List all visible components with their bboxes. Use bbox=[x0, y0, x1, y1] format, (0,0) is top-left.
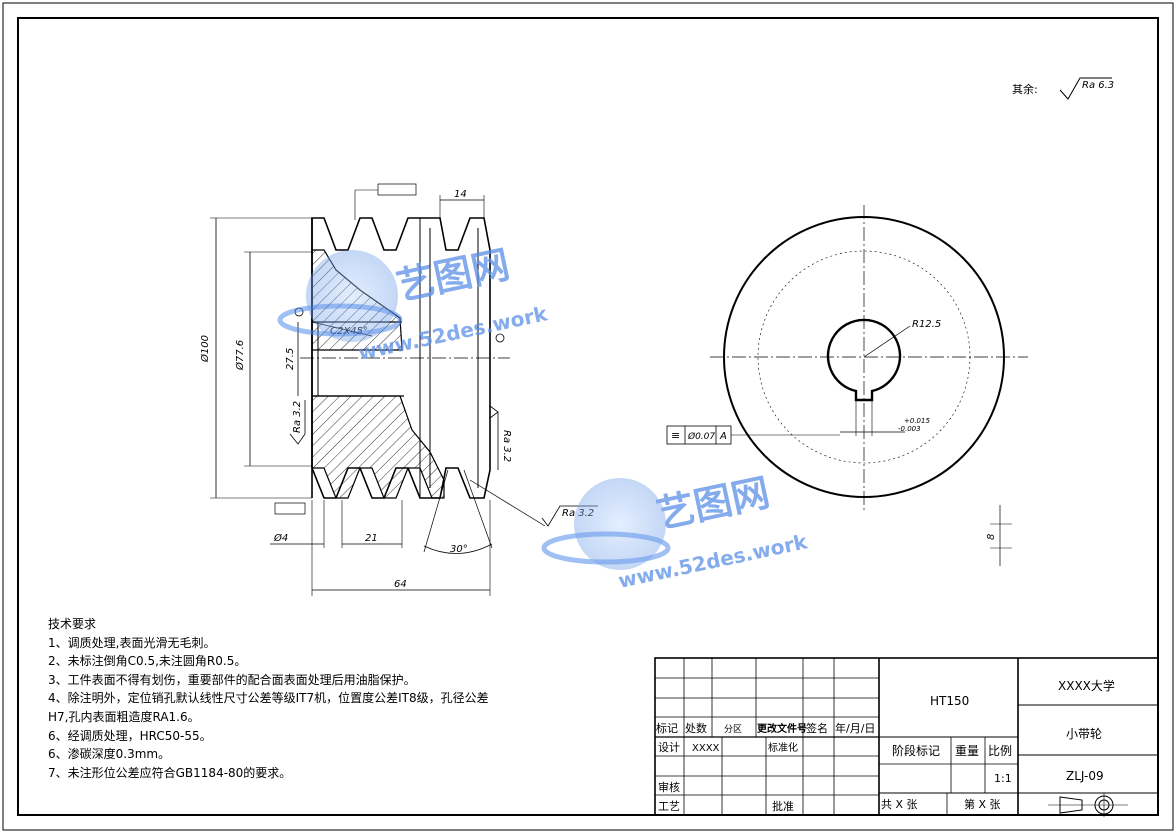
projection-symbol-icon bbox=[1048, 793, 1128, 817]
tb-scale: 1:1 bbox=[994, 772, 1012, 785]
dim-key-radius: R12.5 bbox=[912, 319, 941, 330]
radius-leader bbox=[863, 325, 911, 358]
tb-stage: 阶段标记 bbox=[892, 743, 940, 758]
tb-count: 处数 bbox=[685, 722, 707, 735]
req-title: 技术要求 bbox=[48, 617, 97, 631]
groove-roughness-leader bbox=[469, 479, 546, 527]
tb-total-sheets: 共 X 张 bbox=[881, 798, 918, 811]
tb-standard: 标准化 bbox=[768, 741, 798, 754]
pulley-outline bbox=[311, 217, 491, 499]
watermark-orbit-icon bbox=[277, 303, 403, 337]
angle-line-l bbox=[423, 469, 449, 553]
roughness-face: Ra 3.2 bbox=[501, 430, 512, 462]
roughness-bore: Ra 3.2 bbox=[292, 401, 303, 433]
angle-line-r bbox=[463, 469, 493, 549]
surface-note-prefix: 其余: bbox=[1012, 82, 1038, 96]
section-hatch-lower bbox=[311, 395, 445, 499]
req-item-7: 6、渗碳深度0.3mm。 bbox=[48, 747, 171, 762]
tb-ratio: 比例 bbox=[988, 744, 1012, 758]
dim-groove-angle: 30° bbox=[450, 544, 468, 555]
dim-key-width: 8 bbox=[986, 534, 997, 540]
tb-designer: XXXX bbox=[692, 743, 720, 754]
tb-sign: 签名 bbox=[806, 721, 828, 735]
technical-requirements: 技术要求 1、调质处理,表面光滑无毛刺。 2、未标注倒角C0.5,未注圆角R0.… bbox=[48, 615, 608, 782]
watermark-2: 艺图网 www.52des.work bbox=[541, 470, 810, 593]
watermark-globe-icon bbox=[306, 250, 398, 342]
watermark-globe-icon-2 bbox=[574, 478, 666, 570]
tb-sheet-no: 第 X 张 bbox=[964, 797, 1001, 811]
req-item-5: H7,孔内表面粗造度RA1.6。 bbox=[48, 709, 200, 724]
req-item-3: 3、工件表面不得有划伤，重要部件的配合面表面处理后用油脂保护。 bbox=[48, 672, 416, 687]
symmetry-tolerance-frame: ≡ Ø0.07 A bbox=[666, 425, 840, 445]
req-item-4: 4、除注明外，定位销孔默认线性尺寸公差等级IT7机，位置度公差IT8级，孔径公差 bbox=[48, 691, 489, 706]
tb-change-doc: 更改文件号 bbox=[757, 722, 807, 735]
req-item-2: 2、未标注倒角C0.5,未注圆角R0.5。 bbox=[48, 654, 247, 669]
datum-circle-right bbox=[495, 333, 505, 343]
title-block bbox=[654, 657, 1159, 816]
watermark-name: 艺图网 bbox=[393, 242, 514, 309]
bore-with-keyway bbox=[826, 318, 902, 402]
tolerance-datum: A bbox=[719, 431, 727, 442]
tb-process: 工艺 bbox=[658, 800, 680, 813]
surface-note-value: Ra 6.3 bbox=[1082, 80, 1114, 91]
dim-hole-small: Ø4 bbox=[273, 532, 288, 544]
dim-pitch: 21 bbox=[365, 533, 378, 544]
surface-roughness-note: 其余: Ra 6.3 bbox=[1012, 77, 1114, 100]
tolerance-value: Ø0.07 bbox=[687, 431, 715, 442]
tb-material: HT150 bbox=[930, 694, 969, 708]
req-item-1: 1、调质处理,表面光滑无毛刺。 bbox=[48, 635, 216, 650]
tb-approve: 批准 bbox=[772, 799, 794, 813]
tb-part-name: 小带轮 bbox=[1066, 727, 1102, 741]
tb-mark: 标记 bbox=[656, 721, 678, 735]
watermark-name-2: 艺图网 bbox=[653, 470, 774, 537]
req-item-6: 6、经调质处理，HRC50-55。 bbox=[48, 728, 212, 743]
pulley-section-view: Ø100 Ø77.6 27.5 C2X45° 14 Ra 3.2 Ra 3.2 bbox=[199, 183, 598, 596]
tb-zone: 分区 bbox=[724, 724, 742, 735]
dim-total-length: 64 bbox=[394, 579, 407, 590]
tb-drawing-no: ZLJ-09 bbox=[1066, 769, 1104, 783]
tb-design: 设计 bbox=[658, 741, 680, 754]
runout-frame-top bbox=[377, 183, 417, 196]
dim-width-top: 14 bbox=[454, 189, 467, 200]
title-block-text: 标记 处数 分区 更改文件号 签名 年/月/日 设计 XXXX 标准化 审核 工… bbox=[656, 678, 1115, 813]
dim-key-tol-upper: +0.015 bbox=[904, 417, 930, 425]
watermark-orbit-icon-2 bbox=[541, 531, 671, 565]
key-width-dimension: 8 bbox=[986, 505, 1012, 566]
tb-review: 审核 bbox=[658, 780, 680, 794]
dim-pitch-dia: Ø77.6 bbox=[234, 340, 246, 371]
angle-arc bbox=[423, 543, 493, 554]
dim-key-tol-lower: -0.003 bbox=[898, 425, 921, 433]
symmetry-icon: ≡ bbox=[671, 429, 680, 442]
tb-date: 年/月/日 bbox=[835, 721, 875, 735]
tb-school: XXXX大学 bbox=[1058, 678, 1115, 693]
dim-outer-dia: Ø100 bbox=[199, 335, 211, 363]
inner-border bbox=[17, 17, 1159, 816]
dim-keyway-depth: 27.5 bbox=[285, 348, 296, 370]
tb-weight: 重量 bbox=[955, 744, 979, 758]
roughness-symbol-icon bbox=[1059, 77, 1112, 100]
roughness-bore-icon bbox=[289, 433, 306, 445]
req-item-8: 7、未注形位公差应符合GB1184-80的要求。 bbox=[48, 765, 292, 780]
runout-frame-bottom bbox=[274, 502, 306, 515]
roughness-face-icon bbox=[489, 405, 499, 419]
pulley-front-view: R12.5 +0.015 -0.003 ≡ Ø0.07 A bbox=[666, 205, 1028, 510]
